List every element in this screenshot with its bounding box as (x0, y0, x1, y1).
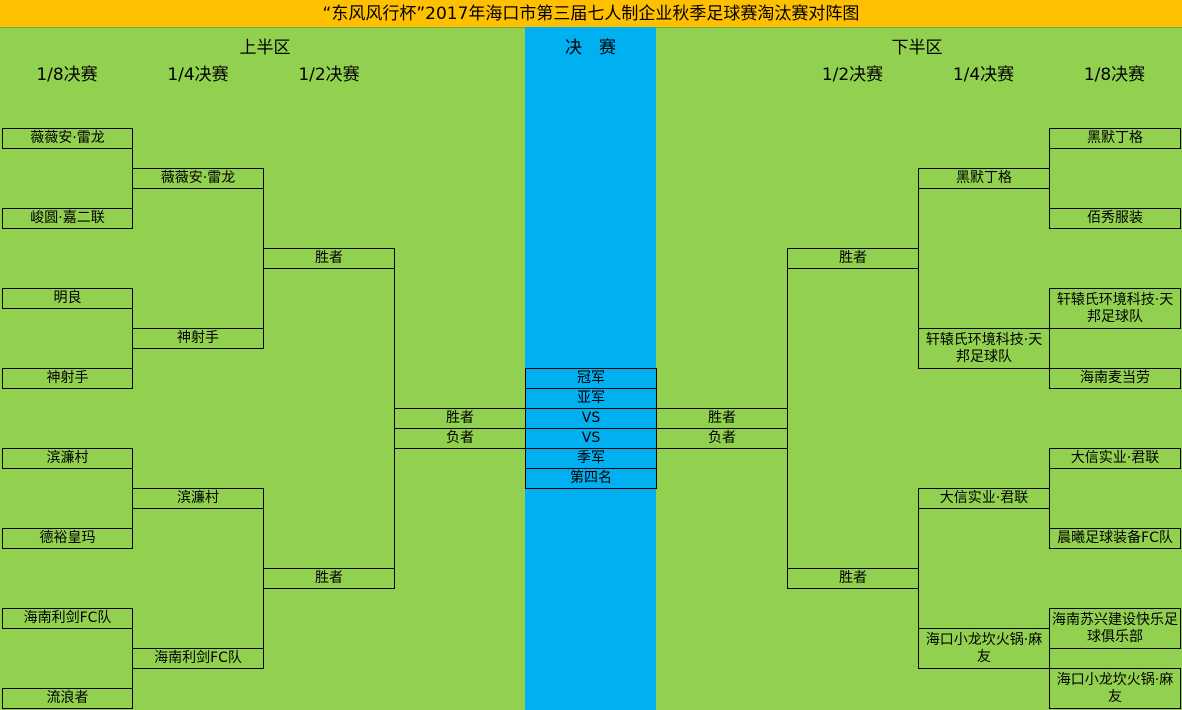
right-qf-team: 黑默丁格 (918, 168, 1050, 189)
bracket-line (1049, 648, 1050, 669)
lower-half-header: 下半区 (891, 38, 943, 58)
right-r16-team: 晨曦足球装备FC队 (1049, 528, 1181, 549)
left-qf-team: 海南利剑FC队 (132, 648, 264, 669)
left-qf-team: 滨濂村 (132, 488, 264, 509)
right-final-winner: 胜者 (656, 408, 788, 429)
right-sf-slot: 胜者 (787, 248, 919, 269)
right-qf-team: 轩辕氏环境科技·天邦足球队 (918, 328, 1050, 369)
left-sf-slot: 胜者 (263, 248, 395, 269)
third-place-slot: 季军 (525, 448, 657, 469)
bracket-line (918, 188, 919, 329)
left-final-winner: 胜者 (394, 408, 526, 429)
left-final-loser: 负者 (394, 428, 526, 449)
right-sf-header: 1/2决赛 (821, 65, 884, 85)
left-r16-team: 明良 (2, 288, 133, 309)
left-sf-slot: 胜者 (263, 568, 395, 589)
left-r16-team: 海南利剑FC队 (2, 608, 133, 629)
right-r16-team: 大信实业·君联 (1049, 448, 1181, 469)
bracket-line (1049, 328, 1050, 369)
bracket-line (1049, 468, 1050, 529)
page-title: “东风风行杯”2017年海口市第三届七人制企业秋季足球赛淘汰赛对阵图 (0, 0, 1182, 27)
bracket-line (918, 508, 919, 629)
champion-slot: 冠军 (525, 368, 657, 389)
left-r16-team: 神射手 (2, 368, 133, 389)
right-r16-team: 海口小龙坎火锅·麻友 (1049, 668, 1181, 709)
left-qf-team: 神射手 (132, 328, 264, 349)
right-r16-team: 黑默丁格 (1049, 128, 1181, 149)
left-r16-team: 滨濂村 (2, 448, 133, 469)
left-qf-header: 1/4决赛 (167, 65, 229, 85)
final-vs: VS (525, 408, 657, 429)
left-r16-team: 薇薇安·雷龙 (2, 128, 133, 149)
fourth-place-slot: 第四名 (525, 468, 657, 489)
bracket-line (787, 268, 788, 589)
right-r16-team: 轩辕氏环境科技·天邦足球队 (1049, 288, 1181, 329)
right-r16-header: 1/8决赛 (1083, 65, 1146, 85)
third-place-vs: VS (525, 428, 657, 449)
right-r16-team: 佰秀服装 (1049, 208, 1181, 229)
left-r16-team: 德裕皇玛 (2, 528, 133, 549)
right-final-loser: 负者 (656, 428, 788, 449)
left-r16-team: 流浪者 (2, 688, 133, 709)
right-r16-team: 海南苏兴建设快乐足球俱乐部 (1049, 608, 1181, 649)
left-r16-header: 1/8决赛 (36, 65, 98, 85)
upper-half-header: 上半区 (239, 38, 291, 58)
left-qf-team: 薇薇安·雷龙 (132, 168, 264, 189)
left-sf-header: 1/2决赛 (298, 65, 360, 85)
right-sf-slot: 胜者 (787, 568, 919, 589)
right-r16-team: 海南麦当劳 (1049, 368, 1181, 389)
final-header: 决 赛 (565, 38, 616, 58)
right-qf-team: 海口小龙坎火锅·麻友 (918, 628, 1050, 669)
bracket-line (1049, 148, 1050, 209)
runner-up-slot: 亚军 (525, 388, 657, 409)
right-qf-team: 大信实业·君联 (918, 488, 1050, 509)
left-r16-team: 峻圆·嘉二联 (2, 208, 133, 229)
right-qf-header: 1/4决赛 (952, 65, 1015, 85)
